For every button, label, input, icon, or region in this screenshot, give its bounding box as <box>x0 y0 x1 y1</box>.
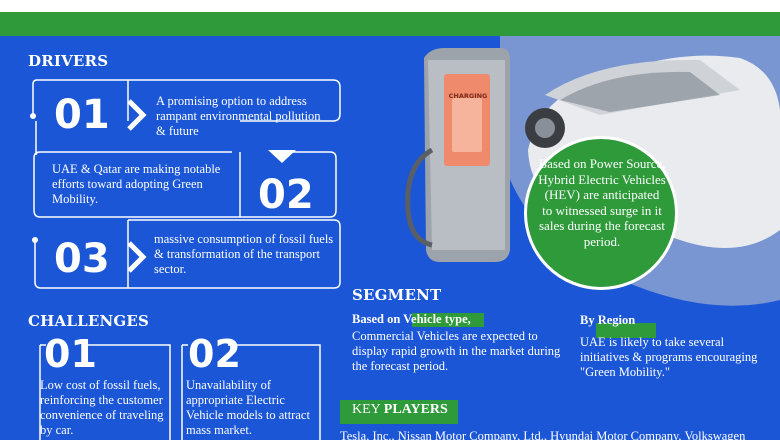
driver-text-1: A promising option to address rampant en… <box>156 94 321 138</box>
highlight-text: Based on Power Source, Hybrid Electric V… <box>538 156 666 249</box>
key-players-list: Tesla, Inc., Nissan Motor Company, Ltd.,… <box>340 429 746 440</box>
segment-heading: SEGMENT <box>352 286 442 304</box>
vehicle-type-highlight <box>412 313 484 327</box>
chevron-right-icon <box>127 241 147 273</box>
key-label: KEY <box>352 402 381 417</box>
segment-region-heading: By Region <box>580 313 636 327</box>
challenge-number-2: 02 <box>188 332 241 376</box>
driver-text-2: UAE & Qatar are making notable efforts t… <box>52 162 221 206</box>
challenges-heading: CHALLENGES <box>28 312 150 330</box>
segment-vehicle-text: Commercial Vehicles are expected to disp… <box>352 329 561 373</box>
driver-number-1: 01 <box>54 92 110 138</box>
driver-number-2: 02 <box>258 172 314 218</box>
key-players-box <box>340 400 458 424</box>
challenge-text-1: Low cost of fossil fuels, reinforcing th… <box>40 378 164 437</box>
drivers-heading: DRIVERS <box>28 52 109 70</box>
top-green-banner <box>0 12 780 36</box>
top-white-strip <box>0 0 780 12</box>
challenge-number-1: 01 <box>44 332 97 376</box>
highlight-circle <box>524 136 678 290</box>
driver-number-3: 03 <box>54 236 110 282</box>
challenge-text-2: Unavailability of appropriate Electric V… <box>186 378 310 437</box>
segment-vehicle-lead: Based on Vehicle type, <box>352 312 471 326</box>
players-label: PLAYERS <box>383 402 448 417</box>
region-highlight <box>596 323 656 338</box>
segment-region-text: UAE is likely to take several initiative… <box>580 335 758 379</box>
key-players-heading: KEY PLAYERS <box>352 402 448 418</box>
infographic-panel: DRIVERS 01 A promising option to address… <box>0 36 780 440</box>
chevron-right-icon <box>127 99 147 131</box>
driver-text-3: massive consumption of fossil fuels & tr… <box>154 232 334 276</box>
charger-screen-label: CHARGING <box>448 92 488 100</box>
